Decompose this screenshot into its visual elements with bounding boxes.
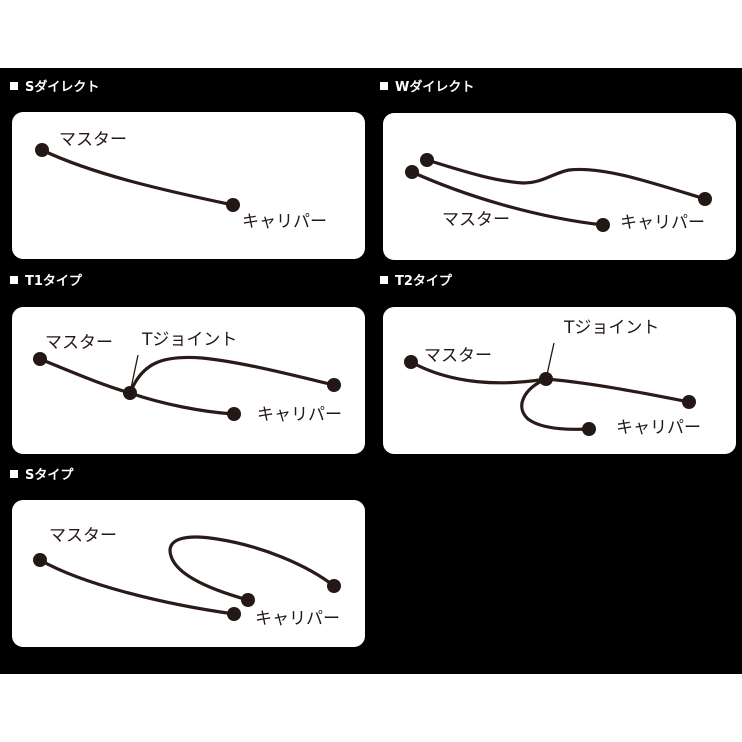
section-title-text: Sタイプ — [25, 468, 74, 483]
branch-connector — [327, 378, 341, 392]
master-label: マスター — [424, 346, 492, 366]
hose-routing-diagram — [405, 153, 712, 232]
loop-end-connector — [241, 593, 255, 607]
panel-t1: マスター Tジョイント キャリパー — [12, 307, 365, 454]
square-bullet-icon — [380, 82, 388, 90]
branch-hose-line — [128, 355, 336, 395]
joint-label: Tジョイント — [142, 330, 238, 350]
master-hose-line — [38, 357, 132, 395]
square-bullet-icon — [10, 82, 18, 90]
caliper-connector-upper — [698, 192, 712, 206]
loop-hose-line — [168, 535, 336, 602]
caliper-label: キャリパー — [242, 212, 327, 232]
panel-s-type: マスター キャリパー — [12, 500, 365, 647]
branch-connector — [682, 395, 696, 409]
section-title-s-direct: Sダイレクト — [10, 80, 99, 96]
section-title-text: Sダイレクト — [25, 80, 100, 95]
caliper-label: キャリパー — [255, 609, 340, 629]
section-title-text: T2タイプ — [395, 274, 452, 289]
caliper-connector — [582, 422, 596, 436]
hose-line — [40, 148, 235, 207]
caliper-label: キャリパー — [616, 418, 701, 438]
lower-hose-line — [38, 558, 236, 616]
branch-connector — [327, 579, 341, 593]
master-connector — [404, 355, 418, 369]
caliper-label: キャリパー — [257, 405, 342, 425]
joint-label: Tジョイント — [564, 318, 660, 338]
diagram-canvas: Sダイレクト マスター キャリパー Wダイレクト マスター キャリパー T1タイ… — [0, 68, 742, 674]
panel-t2: マスター Tジョイント キャリパー — [383, 307, 736, 454]
master-connector — [33, 553, 47, 567]
square-bullet-icon — [10, 470, 18, 478]
caliper-connector — [227, 607, 241, 621]
master-connector — [35, 143, 49, 157]
square-bullet-icon — [380, 276, 388, 284]
section-title-w-direct: Wダイレクト — [380, 80, 474, 96]
caliper-label: キャリパー — [620, 213, 705, 233]
master-label: マスター — [45, 333, 113, 353]
caliper-connector — [226, 198, 240, 212]
panel-w-direct: マスター キャリパー — [383, 113, 736, 260]
section-title-t2: T2タイプ — [380, 274, 452, 290]
master-hose-line — [409, 360, 548, 385]
caliper-connector — [227, 407, 241, 421]
section-title-text: T1タイプ — [25, 274, 82, 289]
lower-hose-line — [410, 170, 605, 227]
section-title-s-type: Sタイプ — [10, 468, 73, 484]
hose-routing-diagram — [404, 342, 696, 436]
master-label: マスター — [442, 210, 510, 230]
panel-s-direct: マスター キャリパー — [12, 112, 365, 259]
master-label: マスター — [49, 526, 117, 546]
caliper-connector-lower — [596, 218, 610, 232]
loop-hose-line — [520, 377, 591, 431]
master-connector-lower — [405, 165, 419, 179]
hose-routing-diagram — [35, 143, 240, 212]
section-title-text: Wダイレクト — [395, 80, 475, 95]
master-connector-upper — [420, 153, 434, 167]
caliper-hose-line — [128, 391, 236, 416]
hose-routing-diagram — [33, 352, 341, 421]
hose-routing-diagram — [33, 535, 341, 621]
t-joint — [123, 386, 137, 400]
upper-hose-line — [425, 158, 707, 201]
master-connector — [33, 352, 47, 366]
master-label: マスター — [59, 130, 127, 150]
section-title-t1: T1タイプ — [10, 274, 82, 290]
square-bullet-icon — [10, 276, 18, 284]
t-joint — [539, 372, 553, 386]
caliper-hose-line — [544, 377, 691, 404]
